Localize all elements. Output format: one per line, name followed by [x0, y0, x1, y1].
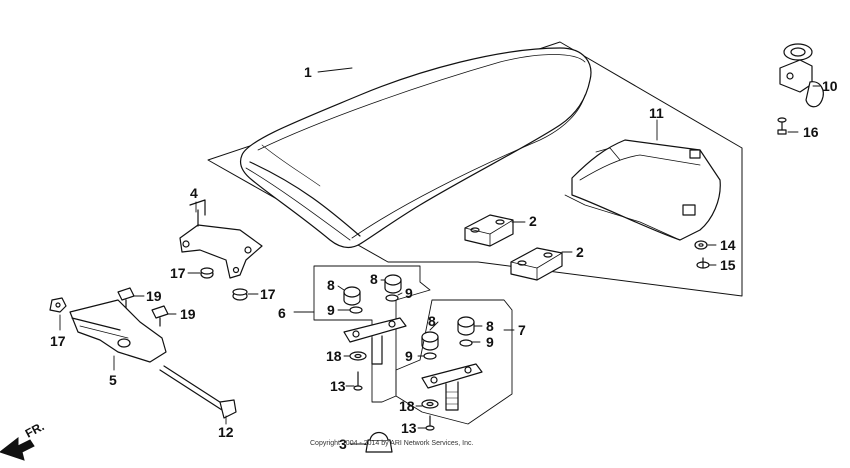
long-bolt-12	[159, 365, 237, 419]
callout-1: 1	[304, 64, 312, 80]
washer-18-b	[421, 399, 439, 409]
nut-17-b	[232, 288, 248, 301]
callout-7: 7	[518, 322, 526, 338]
collar-9-c	[423, 352, 437, 360]
front-label: FR.	[23, 419, 47, 440]
callout-17b: 17	[260, 286, 276, 302]
cushion-8-d	[457, 316, 475, 336]
callout-9c: 9	[405, 348, 413, 364]
seat-part	[239, 47, 592, 249]
callout-8c: 8	[428, 313, 436, 329]
washer-14	[694, 240, 708, 250]
callout-13b: 13	[401, 420, 417, 436]
callout-2a: 2	[529, 213, 537, 229]
rubber-block-upper	[464, 214, 514, 247]
stay-assembly-7-outline	[395, 299, 513, 425]
nut-17-c	[49, 297, 67, 313]
callout-6: 6	[278, 305, 286, 321]
callout-17c: 17	[50, 333, 66, 349]
stay-plate-left	[343, 317, 407, 365]
callout-16: 16	[803, 124, 819, 140]
nut-17-a	[200, 267, 214, 279]
callout-2b: 2	[576, 244, 584, 260]
callout-11: 11	[649, 105, 664, 121]
callout-8a: 8	[327, 277, 335, 293]
callout-17a: 17	[170, 265, 186, 281]
callout-14: 14	[720, 237, 736, 253]
bracket-part	[179, 199, 263, 279]
front-arrow-icon	[0, 436, 35, 461]
cushion-8-b	[384, 274, 402, 294]
callout-9d: 9	[486, 334, 494, 350]
seat-lock-part	[779, 43, 824, 108]
callout-19a: 19	[146, 288, 162, 304]
callout-4: 4	[190, 185, 198, 201]
callout-13a: 13	[330, 378, 346, 394]
hinge-part	[69, 299, 167, 363]
leader-lines	[59, 67, 821, 445]
callout-18a: 18	[326, 348, 342, 364]
collar-9-a	[349, 306, 363, 314]
bolt-19-b	[151, 305, 169, 327]
callout-8b: 8	[370, 271, 378, 287]
callout-5: 5	[109, 372, 117, 388]
stay-plate-right	[421, 363, 483, 411]
callout-19b: 19	[180, 306, 196, 322]
callout-8d: 8	[486, 318, 494, 334]
washer-18-a	[349, 351, 367, 361]
rubber-block-lower	[510, 247, 563, 281]
callout-10: 10	[822, 78, 838, 94]
callout-9b: 9	[405, 285, 413, 301]
collar-9-d	[459, 339, 473, 347]
screw-13-a	[353, 371, 363, 391]
screw-13-b	[425, 415, 435, 431]
callout-12: 12	[218, 424, 234, 440]
callout-9a: 9	[327, 302, 335, 318]
cushion-8-c	[421, 331, 439, 351]
bolt-15	[696, 257, 710, 269]
seat-assembly-outline	[207, 41, 743, 297]
collar-9-b	[385, 294, 399, 302]
copyright-notice: Copyright 2004 - 2014 by ARI Network Ser…	[310, 440, 473, 447]
callout-18b: 18	[399, 398, 415, 414]
cap-nut-3	[365, 431, 393, 453]
seat-pan-part	[564, 139, 721, 241]
bolt-16	[777, 117, 787, 135]
callout-3: 3	[339, 436, 347, 452]
callout-15: 15	[720, 257, 736, 273]
cushion-8-a	[343, 286, 361, 306]
